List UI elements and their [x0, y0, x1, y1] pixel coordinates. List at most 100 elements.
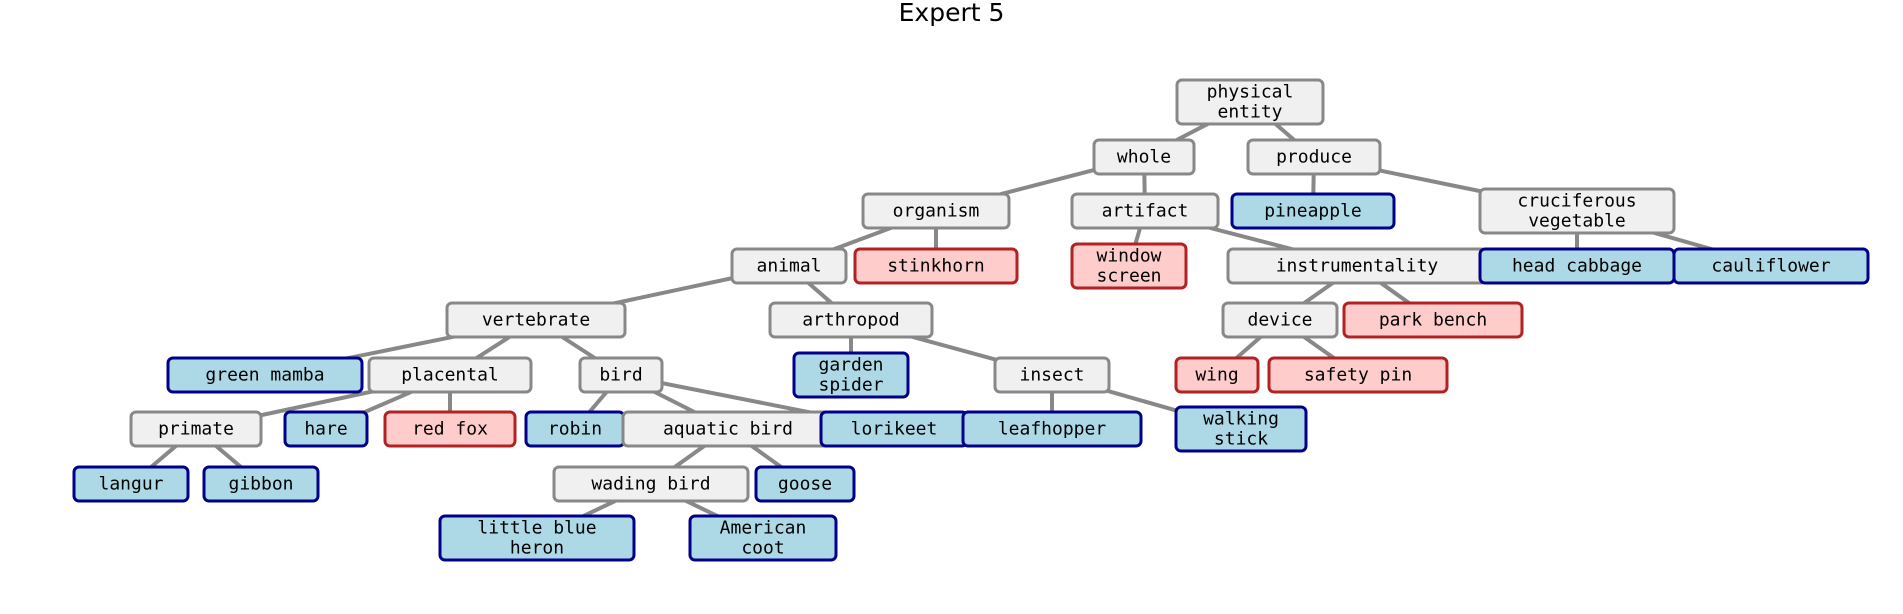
node-box — [552, 465, 750, 503]
node-label: placental — [401, 365, 499, 386]
node-label: stinkhorn — [887, 256, 985, 277]
node-box — [1070, 192, 1220, 230]
node-safety-pin: safety pin — [1267, 356, 1449, 394]
node-primate: primate — [129, 410, 263, 448]
node-lorikeet: lorikeet — [819, 410, 969, 448]
node-label: garden — [818, 355, 883, 376]
node-label: pineapple — [1264, 201, 1362, 222]
node-label: cauliflower — [1711, 256, 1830, 277]
node-box — [861, 192, 1011, 230]
node-head-cabbage: head cabbage — [1478, 247, 1676, 285]
node-box — [283, 410, 369, 448]
node-leafhopper: leafhopper — [961, 410, 1143, 448]
node-insect: insect — [993, 356, 1111, 394]
node-label: head cabbage — [1512, 256, 1642, 277]
node-box — [961, 410, 1143, 448]
node-label: safety pin — [1304, 365, 1412, 386]
node-label: vertebrate — [482, 310, 590, 331]
node-box — [1175, 78, 1325, 126]
node-stinkhorn: stinkhorn — [853, 247, 1019, 285]
node-aquatic-bird: aquatic bird — [621, 410, 835, 448]
node-label: artifact — [1102, 201, 1189, 222]
node-box — [754, 465, 856, 503]
node-box — [768, 301, 934, 339]
node-box — [578, 356, 664, 394]
diagram-title: Expert 5 — [898, 0, 1005, 27]
node-label: wing — [1195, 365, 1238, 386]
node-goose: goose — [754, 465, 856, 503]
node-robin: robin — [524, 410, 626, 448]
node-hare: hare — [283, 410, 369, 448]
node-arthropod: arthropod — [768, 301, 934, 339]
node-label: vegetable — [1528, 211, 1626, 232]
node-label: gibbon — [228, 474, 293, 495]
node-box — [202, 465, 320, 503]
node-box — [383, 410, 517, 448]
node-label: wading bird — [591, 474, 710, 495]
node-organism: organism — [861, 192, 1011, 230]
node-label: instrumentality — [1276, 256, 1439, 277]
node-wading-bird: wading bird — [552, 465, 750, 503]
node-box — [1246, 138, 1382, 176]
node-box — [129, 410, 263, 448]
node-box — [1221, 301, 1339, 339]
node-label: device — [1247, 310, 1312, 331]
node-label: arthropod — [802, 310, 900, 331]
node-whole: whole — [1092, 138, 1196, 176]
node-label: animal — [756, 256, 821, 277]
node-label: organism — [893, 201, 980, 222]
node-label: leafhopper — [998, 419, 1107, 440]
node-box — [1672, 247, 1870, 285]
node-label: robin — [548, 419, 602, 440]
node-label: insect — [1019, 365, 1084, 386]
node-box — [1230, 192, 1396, 230]
node-box — [1174, 405, 1308, 453]
node-label: physical — [1207, 82, 1294, 103]
node-box — [688, 514, 838, 562]
node-vertebrate: vertebrate — [445, 301, 627, 339]
node-box — [445, 301, 627, 339]
node-label: produce — [1276, 147, 1352, 168]
node-label: cruciferous — [1517, 191, 1636, 212]
node-label: entity — [1217, 102, 1282, 123]
node-produce: produce — [1246, 138, 1382, 176]
node-wing: wing — [1174, 356, 1260, 394]
node-label: park bench — [1379, 310, 1487, 331]
node-green-mamba: green mamba — [166, 356, 364, 394]
node-gibbon: gibbon — [202, 465, 320, 503]
node-label: window — [1096, 246, 1161, 267]
node-box — [792, 351, 910, 399]
node-label: green mamba — [205, 365, 324, 386]
node-label: bird — [599, 365, 642, 386]
node-box — [1478, 187, 1676, 235]
node-cauliflower: cauliflower — [1672, 247, 1870, 285]
node-box — [166, 356, 364, 394]
node-artifact: artifact — [1070, 192, 1220, 230]
node-langur: langur — [72, 465, 190, 503]
node-label: spider — [818, 375, 883, 396]
edge-layer — [129, 100, 1772, 540]
node-box — [438, 514, 636, 562]
node-placental: placental — [367, 356, 533, 394]
node-label: coot — [741, 538, 784, 559]
node-label: aquatic bird — [663, 419, 793, 440]
node-device: device — [1221, 301, 1339, 339]
node-label: stick — [1214, 429, 1268, 450]
node-label: whole — [1117, 147, 1171, 168]
node-label: hare — [304, 419, 347, 440]
node-box — [72, 465, 190, 503]
node-label: walking — [1203, 409, 1279, 430]
node-box — [1092, 138, 1196, 176]
node-box — [367, 356, 533, 394]
node-pineapple: pineapple — [1230, 192, 1396, 230]
node-label: lorikeet — [851, 419, 938, 440]
node-label: goose — [778, 474, 832, 495]
